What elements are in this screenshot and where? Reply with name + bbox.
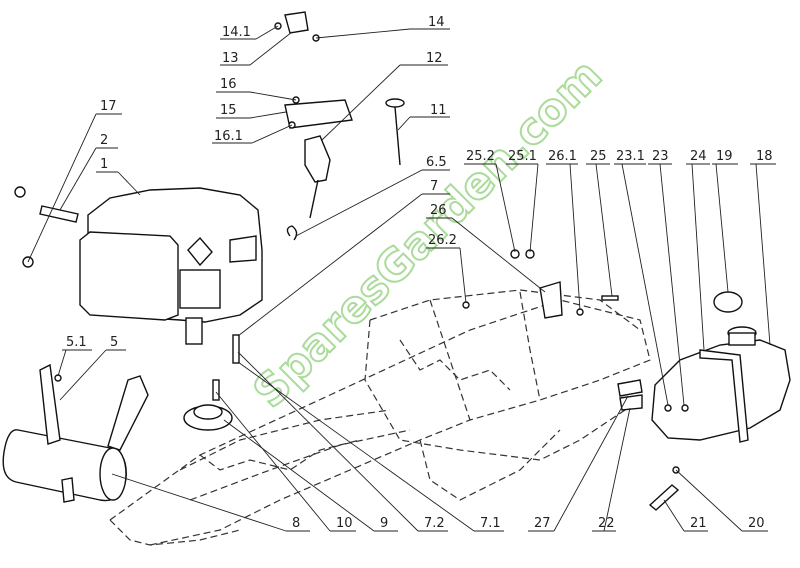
- callout-5: 5: [59, 335, 126, 401]
- callout-label-26: 26: [430, 203, 447, 218]
- callout-label-23: 23: [652, 149, 669, 164]
- fuel-tank-part: [651, 326, 791, 443]
- callout-26-2: 26.2: [426, 233, 467, 304]
- callout-25-1: 25.1: [506, 149, 539, 253]
- callout-11: 11: [397, 103, 450, 131]
- callout-label-26-2: 26.2: [428, 233, 457, 248]
- callout-25-2: 25.2: [464, 149, 516, 253]
- callout-label-12: 12: [426, 51, 443, 66]
- callout-22: 22: [592, 407, 631, 532]
- callout-label-1: 1: [100, 157, 108, 172]
- callout-label-13: 13: [222, 51, 239, 66]
- callout-label-14: 14: [428, 15, 445, 30]
- callout-label-23-1: 23.1: [616, 149, 645, 164]
- dipstick-part: [385, 98, 405, 166]
- callout-label-27: 27: [534, 516, 551, 531]
- callout-14-1: 14.1: [220, 25, 279, 40]
- callout-label-9: 9: [380, 516, 388, 531]
- callout-7-2: 7.2: [237, 351, 448, 532]
- callout-label-20: 20: [748, 516, 765, 531]
- callout-label-17: 17: [100, 99, 117, 114]
- callout-26: 26: [426, 203, 546, 293]
- callout-17: 17: [27, 99, 122, 263]
- throttle-part: [304, 135, 331, 219]
- callout-label-25-1: 25.1: [508, 149, 537, 164]
- callout-label-22: 22: [598, 516, 615, 531]
- callout-label-19: 19: [716, 149, 733, 164]
- engine-part: [79, 187, 263, 345]
- callout-label-25-2: 25.2: [466, 149, 495, 164]
- callout-20: 20: [675, 469, 768, 532]
- chassis-frame: [109, 289, 651, 546]
- callout-19: 19: [712, 149, 738, 293]
- callout-23: 23: [648, 149, 685, 406]
- callout-label-14-1: 14.1: [222, 25, 251, 40]
- fastener-parts: [14, 22, 689, 474]
- callout-label-6-5: 6.5: [426, 155, 447, 170]
- callout-label-16-1: 16.1: [214, 129, 243, 144]
- callout-12: 12: [321, 51, 448, 141]
- callout-label-11: 11: [430, 103, 447, 118]
- callout-label-5-1: 5.1: [66, 335, 87, 350]
- callout-label-26-1: 26.1: [548, 149, 577, 164]
- callout-23-1: 23.1: [614, 149, 669, 406]
- callout-8: 8: [111, 473, 310, 532]
- muffler-part: [2, 363, 149, 503]
- callout-1: 1: [96, 157, 141, 196]
- callout-label-2: 2: [100, 133, 108, 148]
- callout-9: 9: [223, 419, 398, 532]
- callout-label-25: 25: [590, 149, 607, 164]
- callout-7: 7: [237, 179, 450, 337]
- callout-16: 16: [216, 77, 297, 101]
- callout-13: 13: [220, 31, 293, 66]
- callout-14: 14: [315, 15, 450, 39]
- bracket-parts: [539, 281, 643, 411]
- callout-2: 2: [59, 133, 118, 211]
- callout-label-16: 16: [220, 77, 237, 92]
- callout-label-7: 7: [430, 179, 438, 194]
- callout-15: 15: [216, 103, 287, 119]
- callout-label-15: 15: [220, 103, 237, 118]
- fuel-cap-part: [713, 291, 743, 313]
- rod-part: [39, 205, 79, 223]
- callout-24: 24: [686, 149, 710, 351]
- plate-part: [284, 99, 353, 129]
- callout-16-1: 16.1: [212, 124, 293, 144]
- callout-10: 10: [215, 391, 356, 532]
- callout-label-7-1: 7.1: [480, 516, 501, 531]
- callout-label-10: 10: [336, 516, 353, 531]
- callout-7-1: 7.1: [237, 361, 504, 532]
- callout-6-5: 6.5: [295, 155, 450, 237]
- callout-label-24: 24: [690, 149, 707, 164]
- callout-label-5: 5: [110, 335, 118, 350]
- callout-27: 27: [528, 395, 629, 532]
- callout-5-1: 5.1: [57, 335, 92, 377]
- switch-part: [284, 11, 309, 34]
- callout-label-8: 8: [292, 516, 300, 531]
- callout-26-1: 26.1: [546, 149, 581, 311]
- callout-label-18: 18: [756, 149, 773, 164]
- callout-label-21: 21: [690, 516, 707, 531]
- callout-21: 21: [663, 499, 708, 532]
- hose-part: [648, 484, 680, 511]
- callout-label-7-2: 7.2: [424, 516, 445, 531]
- callout-18: 18: [750, 149, 776, 346]
- callout-25: 25: [586, 149, 613, 297]
- pulley-part: [183, 404, 233, 431]
